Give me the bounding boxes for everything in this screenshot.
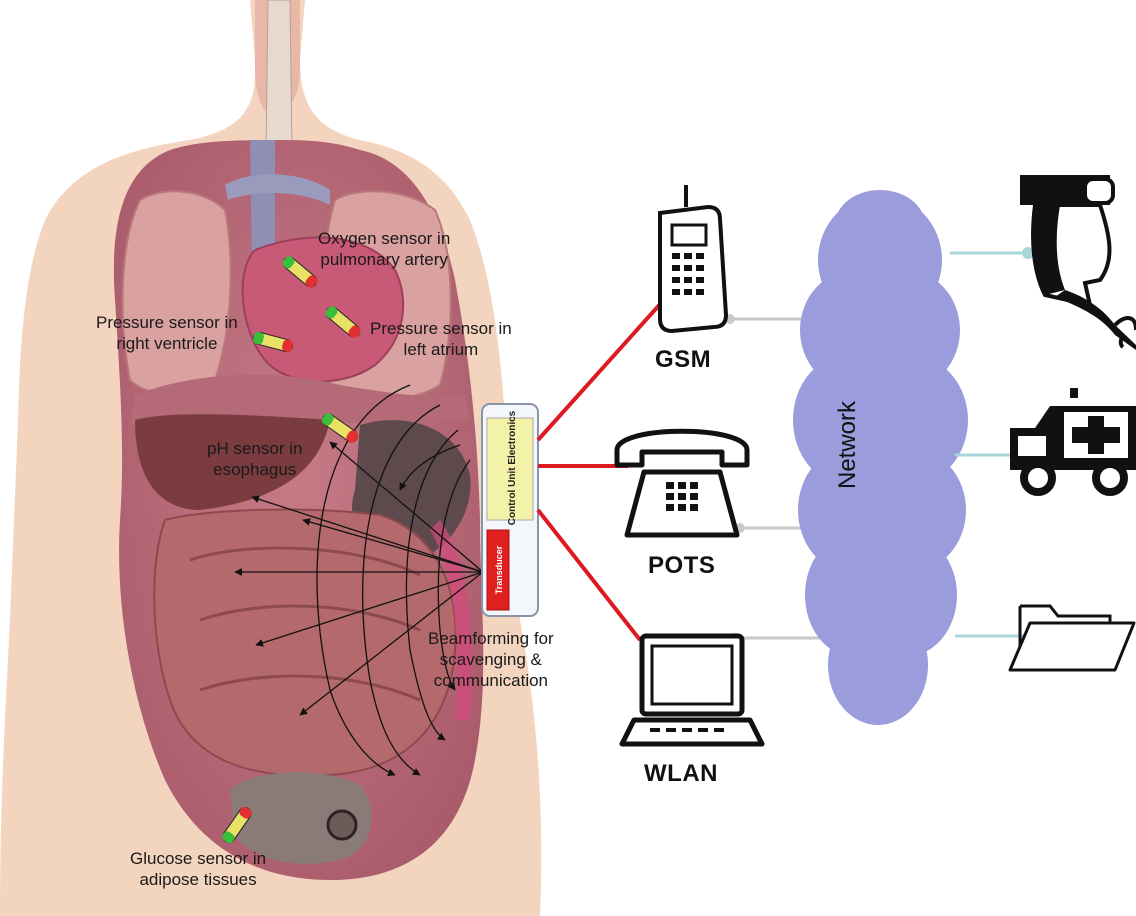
telephone-icon <box>617 431 747 535</box>
pots-label: POTS <box>648 552 715 580</box>
pressure-left-label-line2: left atrium <box>370 339 512 360</box>
beamforming-label-line3: communication <box>428 670 554 691</box>
oxygen-sensor-label-line2: pulmonary artery <box>318 249 450 270</box>
link-gsm <box>538 302 662 440</box>
oxygen-sensor-label-line1: Oxygen sensor in <box>318 228 450 249</box>
oxygen-sensor-label: Oxygen sensor in pulmonary artery <box>318 228 450 270</box>
laptop-icon <box>622 636 762 744</box>
beamforming-label-line1: Beamforming for <box>428 628 554 649</box>
pressure-left-label-line1: Pressure sensor in <box>370 318 512 339</box>
pressure-right-label-line1: Pressure sensor in <box>96 312 238 333</box>
colon-cross-section <box>328 811 356 839</box>
glucose-sensor-label-line1: Glucose sensor in <box>130 848 266 869</box>
doctor-icon <box>1020 175 1136 350</box>
beamforming-label-line2: scavenging & <box>428 649 554 670</box>
ph-sensor-label: pH sensor in esophagus <box>207 438 302 480</box>
control-unit-label: Control Unit Electronics <box>507 410 518 525</box>
gsm-label: GSM <box>655 346 711 374</box>
transducer-label: Transducer <box>494 545 504 594</box>
wlan-label: WLAN <box>644 760 718 788</box>
pressure-left-atrium-label: Pressure sensor in left atrium <box>370 318 512 360</box>
ambulance-icon <box>1010 388 1136 492</box>
link-wlan <box>538 510 640 640</box>
folder-icon <box>1010 606 1134 670</box>
glucose-sensor-label: Glucose sensor in adipose tissues <box>130 848 266 890</box>
pressure-right-label-line2: right ventricle <box>96 333 238 354</box>
beamforming-label: Beamforming for scavenging & communicati… <box>428 628 554 691</box>
network-label: Network <box>834 401 862 489</box>
pressure-right-ventricle-label: Pressure sensor in right ventricle <box>96 312 238 354</box>
glucose-sensor-label-line2: adipose tissues <box>130 869 266 890</box>
ph-sensor-label-line1: pH sensor in <box>207 438 302 459</box>
ph-sensor-label-line2: esophagus <box>207 459 302 480</box>
network-cloud <box>793 190 968 725</box>
cell-phone-icon <box>660 185 726 331</box>
trachea <box>266 0 292 150</box>
left-lung <box>123 191 231 393</box>
